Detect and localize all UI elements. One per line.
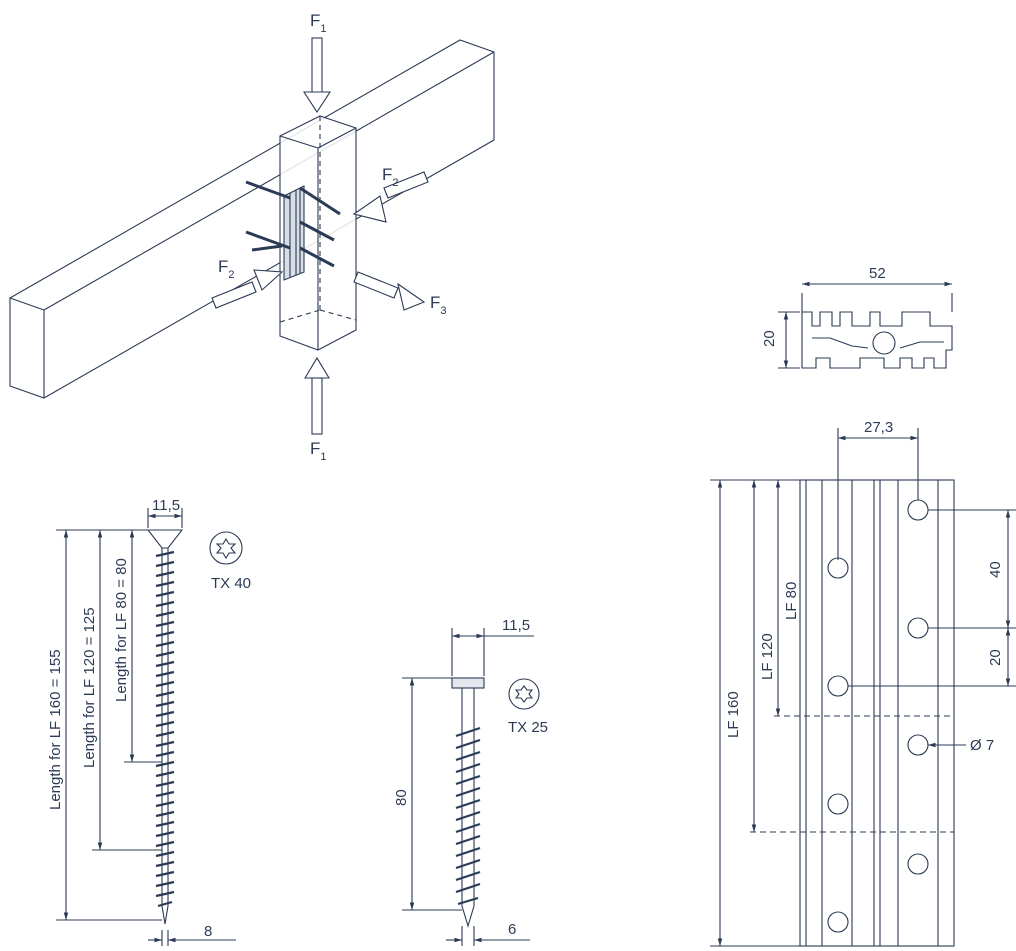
lf80-label: LF 80 bbox=[783, 582, 800, 620]
short-screw-head-label: 11,5 bbox=[502, 617, 530, 634]
short-screw-shank-label: 6 bbox=[508, 921, 516, 938]
short-screw-drive-label: TX 25 bbox=[508, 719, 548, 736]
profile-section bbox=[778, 281, 953, 369]
isometric-joint bbox=[9, 37, 495, 435]
hole-diameter-label: Ø 7 bbox=[970, 737, 994, 754]
long-screw-thread bbox=[155, 550, 175, 908]
short-screw-length-label: 80 bbox=[393, 789, 410, 806]
edge-distance-label: 20 bbox=[987, 649, 1004, 666]
long-screw-head-label: 11,5 bbox=[152, 497, 180, 514]
joint-screws bbox=[245, 180, 341, 268]
long-screw-drive-label: TX 40 bbox=[211, 575, 251, 592]
connector-plate bbox=[283, 185, 305, 281]
f2-right-label: F2 bbox=[382, 165, 399, 189]
plate-spacing-label: 27,3 bbox=[864, 419, 893, 436]
force-arrow-f1-bottom bbox=[304, 356, 330, 435]
f3-label: F3 bbox=[430, 293, 447, 317]
length-lf160-label: Length for LF 160 = 155 bbox=[47, 649, 64, 810]
plate-elevation bbox=[710, 428, 1016, 947]
beam bbox=[9, 39, 495, 399]
force-arrow-f2-right bbox=[352, 171, 429, 223]
pitch-label: 40 bbox=[987, 561, 1004, 578]
profile-height-label: 20 bbox=[761, 330, 778, 347]
short-screw bbox=[402, 628, 540, 946]
f1-top-label: F1 bbox=[310, 11, 327, 35]
short-screw-thread bbox=[455, 726, 481, 906]
long-screw-shank-label: 8 bbox=[204, 923, 212, 940]
length-lf120-label: Length for LF 120 = 125 bbox=[81, 607, 98, 768]
f1-bottom-label: F1 bbox=[310, 439, 327, 463]
profile-width-label: 52 bbox=[869, 265, 886, 282]
lf160-label: LF 160 bbox=[725, 691, 742, 738]
force-arrow-f3 bbox=[353, 271, 426, 311]
length-lf80-label: Length for LF 80 = 80 bbox=[113, 558, 130, 702]
force-arrow-f1-top bbox=[302, 37, 332, 114]
force-arrow-f2-left bbox=[211, 269, 284, 309]
f2-left-label: F2 bbox=[218, 257, 235, 281]
lf120-label: LF 120 bbox=[759, 633, 776, 680]
long-screw bbox=[56, 508, 243, 946]
